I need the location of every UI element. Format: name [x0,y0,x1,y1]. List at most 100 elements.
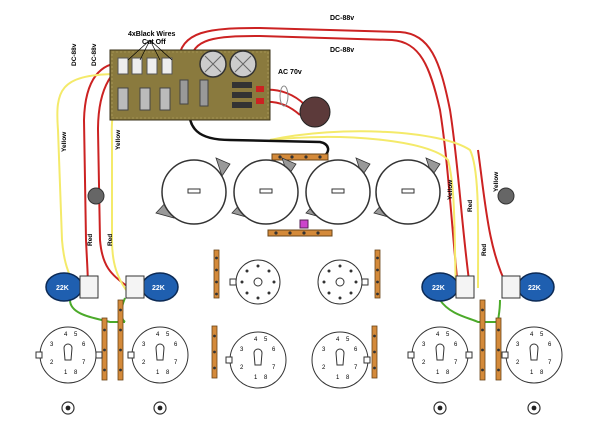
label-yellow-3: Yellow [447,179,454,200]
pot-label-3: 22K [432,285,445,292]
pin-8: 8 [540,370,544,376]
small-socket-2 [317,259,369,305]
jack-3 [433,401,447,415]
octal-socket-1: 4 5 3 6 2 7 1 8 [35,326,103,384]
label-cut-off: Cut Off [142,39,166,46]
pin-5: 5 [540,332,544,338]
ground-post-right [497,187,515,205]
small-pot-4: 22K [501,272,555,302]
pin-4: 4 [156,332,160,338]
pin-6: 6 [272,347,276,353]
dc-wires-top [177,26,471,289]
vertical-tag-holes [103,256,500,372]
pot-label-4: 22K [528,285,541,292]
pin-2: 2 [142,360,146,366]
pin-2: 2 [322,365,326,371]
label-red-3: Red [467,200,474,212]
large-pot-1 [155,157,231,225]
jack-4 [527,401,541,415]
pin-8: 8 [74,370,78,376]
pin-7: 7 [272,365,276,371]
pin-3: 3 [516,342,520,348]
pin-3: 3 [142,342,146,348]
pin-1: 1 [336,375,340,381]
pin-5: 5 [166,332,170,338]
label-black-wires: 4xBlack Wires [128,31,176,38]
pin-8: 8 [264,375,268,381]
pin-8: 8 [166,370,170,376]
pin-4: 4 [254,337,258,343]
pin-4: 4 [336,337,340,343]
octal-socket-3: 4 5 3 6 2 7 1 8 [225,331,287,389]
octal-socket-4: 4 5 3 6 2 7 1 8 [311,331,371,389]
pin-6: 6 [454,342,458,348]
jack-1 [61,401,75,415]
pin-3: 3 [50,342,54,348]
pin-2: 2 [240,365,244,371]
pin-6: 6 [174,342,178,348]
pin-8: 8 [446,370,450,376]
label-yellow-2: Yellow [115,129,122,150]
pin-7: 7 [454,360,458,366]
pin-5: 5 [346,337,350,343]
pin-7: 7 [354,365,358,371]
ac-loop [279,85,289,107]
pin-3: 3 [422,342,426,348]
pin-6: 6 [548,342,552,348]
label-yellow-1: Yellow [61,131,68,152]
label-dc-left-2: DC-88v [91,43,98,66]
large-pot-3 [305,157,371,225]
transformer [299,96,331,128]
pin-4: 4 [436,332,440,338]
dc-wires-right [477,149,509,289]
small-socket-1 [229,259,281,305]
ground-post-left [87,187,105,205]
large-pot-4 [373,157,441,225]
pin-1: 1 [436,370,440,376]
label-yellow-4: Yellow [493,171,500,192]
pin-5: 5 [264,337,268,343]
label-ac: AC 70v [278,69,302,76]
pin-5: 5 [446,332,450,338]
pin-1: 1 [530,370,534,376]
label-dc-top-1: DC-88v [330,15,354,22]
pin-3: 3 [240,347,244,353]
pin-8: 8 [346,375,350,381]
pin-6: 6 [354,347,358,353]
pin-7: 7 [174,360,178,366]
label-dc-top-2: DC-88v [330,47,354,54]
label-red-1: Red [87,234,94,246]
tag-strip-middle [267,219,333,237]
small-pot-1: 22K [45,272,99,302]
pin-6: 6 [82,342,86,348]
small-pot-3: 22K [421,272,475,302]
label-red-4: Red [481,244,488,256]
pin-7: 7 [548,360,552,366]
pot-label-2: 22K [152,285,165,292]
octal-socket-5: 4 5 3 6 2 7 1 8 [407,326,473,384]
pin-1: 1 [254,375,258,381]
small-pot-2: 22K [125,272,179,302]
pcb-board [109,49,271,121]
pin-4: 4 [64,332,68,338]
pin-7: 7 [82,360,86,366]
pin-2: 2 [422,360,426,366]
pot-label-1: 22K [56,285,69,292]
octal-socket-6: 4 5 3 6 2 7 1 8 [501,326,563,384]
label-dc-left-1: DC-88v [71,43,78,66]
pin-3: 3 [322,347,326,353]
large-pot-2 [231,157,299,225]
octal-socket-2: 4 5 3 6 2 7 1 8 [127,326,189,384]
pin-5: 5 [74,332,78,338]
pin-2: 2 [516,360,520,366]
jack-2 [153,401,167,415]
label-red-2: Red [107,234,114,246]
pin-2: 2 [50,360,54,366]
pin-1: 1 [64,370,68,376]
black-wire [187,99,330,158]
pin-1: 1 [156,370,160,376]
pin-4: 4 [530,332,534,338]
green-wires [69,297,501,323]
